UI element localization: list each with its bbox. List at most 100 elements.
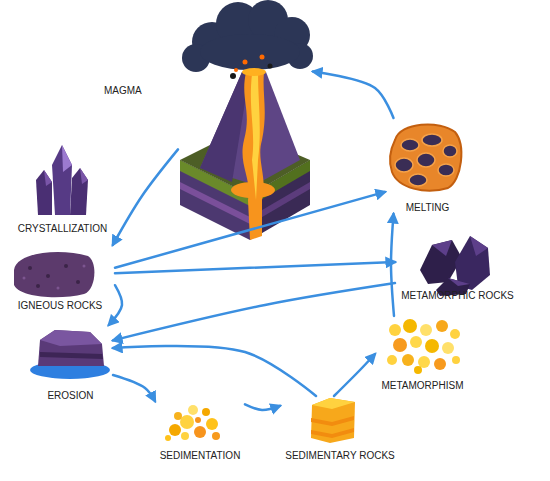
molten-blob [395,158,413,172]
molten-blob [443,145,457,157]
metamorphism-icon [402,354,414,366]
metamorphism-icon [425,339,439,353]
metamorphism-icon [387,319,460,374]
molten-blob [395,134,457,186]
molten-blob [409,174,427,186]
metamorphism-icon [450,329,460,339]
crystal-icon [70,168,88,215]
igneous-rock-icon [76,280,80,284]
sediment-grains-icon [212,432,220,440]
volcano-illustration [268,64,273,69]
sediment-grains-icon [169,424,181,436]
molten-blob [417,153,435,167]
metamorphism-icon [403,319,417,333]
cycle-arrow [113,283,395,340]
rock-stage: MAGMA [178,5,313,195]
sediment-grains-icon [206,418,218,430]
metamorphism-icon [414,366,422,374]
metamorphism-icon [389,324,401,336]
sediment-grains-icon [180,415,194,429]
metamorphism-icon [420,324,432,336]
cycle-arrow [113,346,316,396]
metamorphic-rock-icon [432,240,452,256]
crystal-icon [36,145,88,215]
cycle-arrow [115,262,395,273]
volcano-illustration [242,72,264,240]
volcano-illustration [260,55,265,60]
cycle-arrow [115,192,385,268]
rock-stage: METAMORPHISM [375,316,470,392]
erosion-icon [38,330,104,366]
erosion-icon [30,330,110,379]
volcano-illustration [200,72,250,182]
igneous-rock-icon [14,252,94,297]
stage-label: IGNEOUS ROCKS [5,300,115,312]
igneous-rock-icon [46,274,50,278]
stage-label: EROSION [28,390,113,402]
melting-icon [390,124,461,190]
sedimentary-rock-icon [311,398,355,443]
cycle-arrow [109,285,122,325]
metamorphic-rock-icon [420,236,490,296]
igneous-rock-icon [64,264,68,268]
sedimentary-rock-icon [311,398,355,443]
cycle-arrow [313,72,394,119]
rock-stage: MELTING [385,118,470,214]
cycle-arrow [245,404,280,410]
sedimentary-rock-icon [311,416,354,426]
volcano-illustration [230,73,236,79]
metamorphism-icon [442,342,454,354]
stage-label: SEDIMENTARY ROCKS [280,450,400,462]
cycle-arrow [334,354,375,396]
sediment-grains-icon [181,432,189,440]
volcano-illustration [243,60,248,65]
stage-label: SEDIMENTATION [155,450,245,462]
erosion-icon [40,330,102,346]
erosion-icon [40,352,103,359]
igneous-rock-icon [28,266,32,270]
stage-label: MAGMA [104,85,164,97]
metamorphism-icon [452,356,460,364]
metamorphism-icon [418,356,430,368]
sediment-grains-icon [165,435,171,441]
metamorphism-icon [410,336,422,348]
melting-icon [390,124,461,190]
cycle-arrow [391,214,394,316]
crystal-icon [36,170,52,215]
stage-label: METAMORPHIC ROCKS [395,290,520,302]
crystal-icon [62,145,72,172]
volcano-illustration [251,74,260,200]
crystal-icon [44,170,52,186]
sediment-grains-icon [202,408,210,416]
igneous-rock-icon [36,284,40,288]
volcano-illustration [180,0,313,240]
metamorphic-rock-icon [448,278,470,286]
metamorphism-icon [436,320,448,332]
molten-blob [422,134,442,146]
metamorphic-rock-icon [470,236,488,256]
cycle-arrow [113,149,178,245]
metamorphism-icon [434,358,446,370]
smoke-cloud [182,0,313,72]
igneous-rock-icon [14,252,94,297]
molten-blob [401,139,419,151]
sediment-grains-icon [188,405,198,415]
rock-stage: IGNEOUS ROCKS [5,245,115,312]
sediment-grains-icon [195,417,201,423]
stage-label: CRYSTALLIZATION [5,223,120,235]
volcano-illustration [234,68,238,72]
stage-label: MELTING [385,202,470,214]
rock-stage: CRYSTALLIZATION [5,140,120,235]
igneous-rock-icon [57,287,60,290]
molten-blob [438,164,454,176]
metamorphism-icon [393,338,407,352]
metamorphism-icon [387,355,397,365]
crystal-icon [80,168,88,184]
sediment-grains-icon [194,426,206,438]
crystal-icon [52,145,72,215]
sedimentary-rock-icon [312,398,355,409]
rock-stage: SEDIMENTATION [155,398,245,462]
sedimentary-rock-icon [311,428,354,438]
